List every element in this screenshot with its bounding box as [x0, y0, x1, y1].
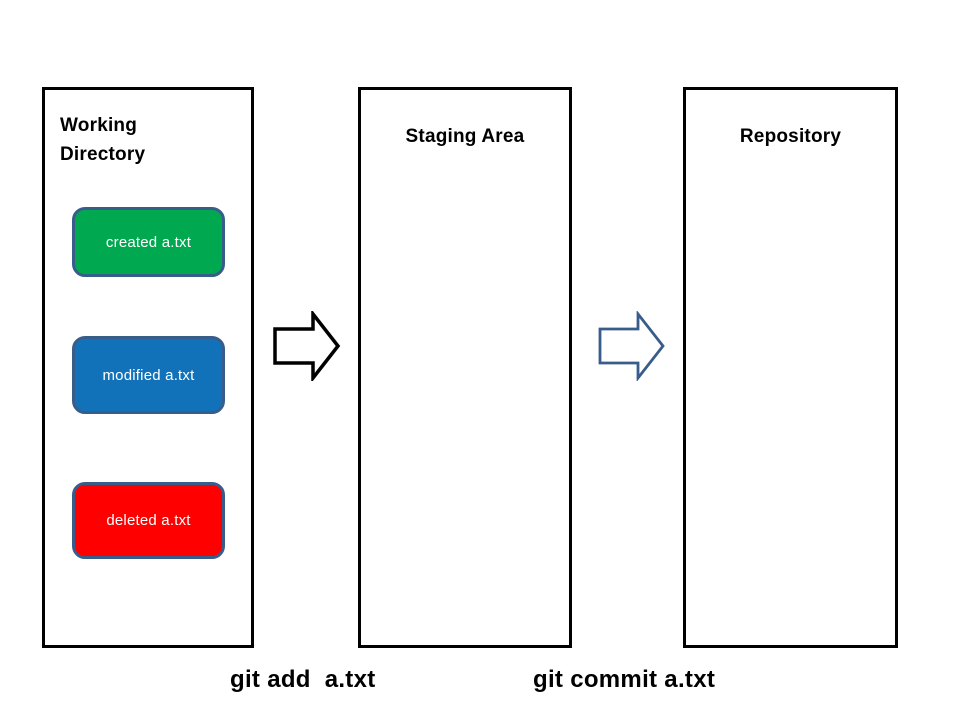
file-chip-modified: modified a.txt: [72, 336, 225, 414]
working-directory-title: Working Directory: [60, 115, 146, 165]
repository-title: Repository: [739, 126, 842, 147]
staging-area-box: Staging Area: [358, 87, 572, 648]
working-directory-box: Working Directory created a.txt modified…: [42, 87, 254, 648]
right-arrow-add-icon: [273, 311, 341, 381]
git-add-command-label: git add a.txt: [230, 666, 376, 693]
right-arrow-commit-shape: [598, 311, 665, 381]
repository-box: Repository: [683, 87, 898, 648]
file-chip-created: created a.txt: [72, 207, 225, 277]
right-arrow-add-shape: [273, 311, 341, 381]
git-commit-command-label: git commit a.txt: [533, 666, 716, 693]
staging-area-title: Staging Area: [405, 126, 525, 147]
file-chip-modified-label: modified a.txt: [102, 366, 195, 384]
right-arrow-commit-icon: [598, 311, 665, 381]
file-chip-created-label: created a.txt: [105, 233, 192, 251]
file-chip-deleted-label: deleted a.txt: [106, 512, 191, 529]
file-chip-deleted: deleted a.txt: [72, 482, 225, 559]
